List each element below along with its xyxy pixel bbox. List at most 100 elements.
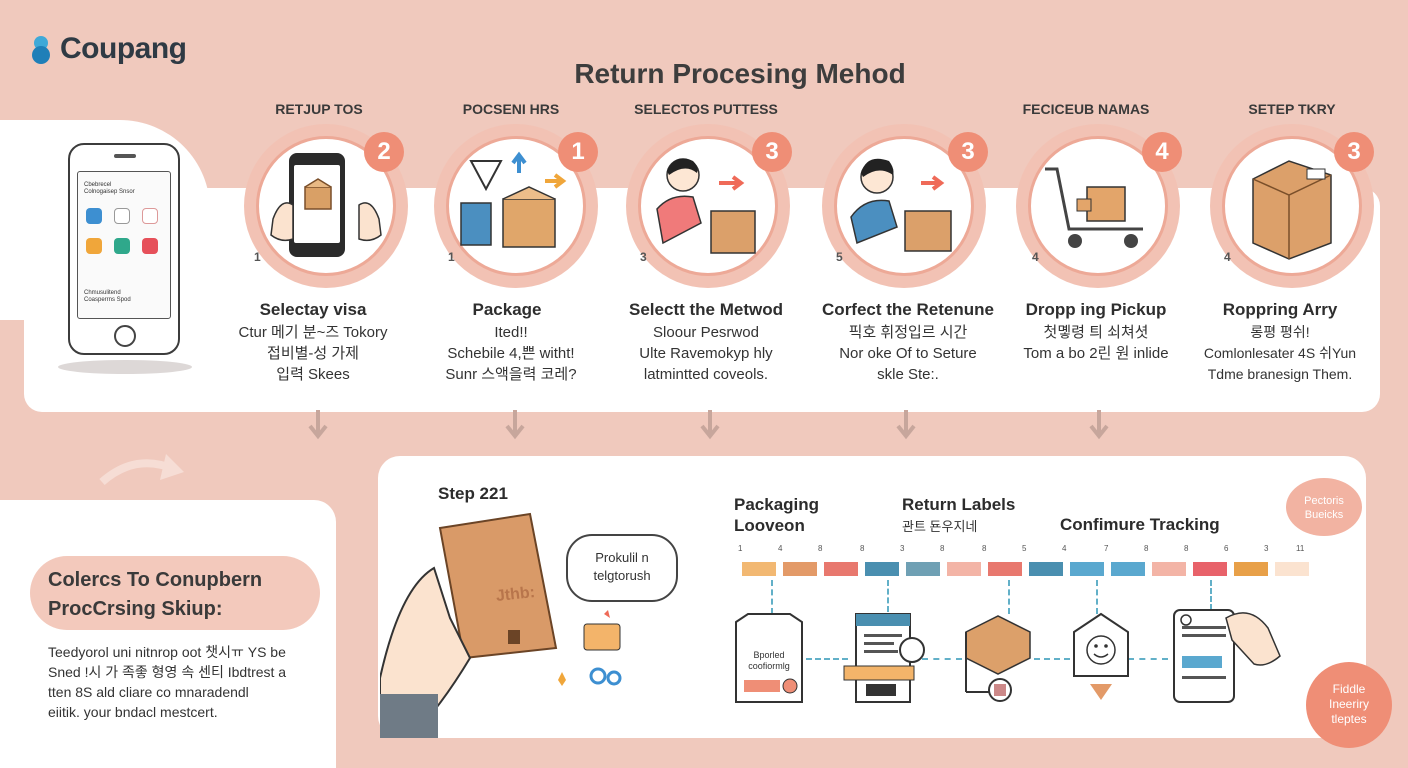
home-button[interactable] bbox=[114, 325, 136, 347]
step-index: 1 bbox=[448, 250, 455, 264]
step-badge: 3 bbox=[752, 132, 792, 172]
box-scan-icon bbox=[965, 615, 1031, 702]
dashed-connector bbox=[887, 580, 889, 612]
flow-connector bbox=[1128, 658, 1168, 660]
phone-header-line: Colnogaisep Snsor bbox=[84, 189, 135, 195]
timeline-tick: 3 bbox=[900, 544, 905, 553]
packaging-label: Packaging Looveon bbox=[734, 494, 819, 536]
phone-speaker bbox=[114, 154, 136, 158]
timeline-segment bbox=[865, 562, 899, 576]
app-icon[interactable] bbox=[86, 238, 102, 254]
logo-mark-icon bbox=[32, 34, 58, 64]
timeline-segment bbox=[1234, 562, 1268, 576]
desc-line: Nor oke Of to Seture bbox=[839, 345, 977, 362]
heading-line: Colercs To Conupbern bbox=[48, 569, 263, 591]
step-caption-5: FECICEUB NAMAS bbox=[1022, 101, 1150, 117]
desc-line: eiitik. your bndacl mestcert. bbox=[48, 704, 218, 720]
step-index: 5 bbox=[836, 250, 843, 264]
app-icon[interactable] bbox=[114, 238, 130, 254]
info-panel bbox=[0, 500, 336, 768]
desc-line: 입력 Skees bbox=[276, 366, 350, 383]
desc-line: 픽호 휘정입르 시간 bbox=[848, 324, 968, 341]
step-index: 4 bbox=[1224, 250, 1231, 264]
step-index: 1 bbox=[254, 250, 261, 264]
arrow-down-icon bbox=[1089, 410, 1109, 440]
step-title: Selectt the Metwod bbox=[629, 300, 783, 319]
step-title: Roppring Arry bbox=[1222, 300, 1338, 319]
info-heading: Colercs To Conupbern ProcCrsing Skiup: bbox=[48, 566, 308, 624]
curved-arrow-icon bbox=[99, 454, 184, 486]
step-badge: 1 bbox=[558, 132, 598, 172]
desc-line: skle Ste:. bbox=[877, 366, 939, 383]
step-badge: 4 bbox=[1142, 132, 1182, 172]
hand-bag-illustration bbox=[380, 512, 558, 738]
step-badge: 3 bbox=[948, 132, 988, 172]
person-box-icon bbox=[850, 158, 952, 252]
desc-line: tten 8S ald cliare co mnaradendl bbox=[48, 684, 249, 700]
coupang-logo[interactable]: Coupang bbox=[32, 32, 187, 66]
shipping-label-icon bbox=[843, 613, 925, 703]
timeline-tick: 4 bbox=[778, 544, 783, 553]
flow-connector bbox=[806, 658, 848, 660]
heading-line: ProcCrsing Skiup: bbox=[48, 598, 223, 620]
desc-line: Tdme branesign Them. bbox=[1207, 366, 1353, 382]
label-document-line: coofiormlg bbox=[748, 661, 790, 671]
tip-bubble-line: Pectoris bbox=[1304, 495, 1344, 507]
timeline-tick: 8 bbox=[818, 544, 823, 553]
timeline-segment bbox=[1275, 562, 1309, 576]
info-heading-pill bbox=[30, 556, 320, 630]
timeline-segment bbox=[988, 562, 1022, 576]
fiddle-badge[interactable]: Fiddle Ineeriry tleptes bbox=[1306, 662, 1392, 748]
desc-line: latmintted coveols. bbox=[643, 366, 769, 383]
desc-line: Sunr 스액을력 코레? bbox=[445, 366, 577, 383]
label-document-icon bbox=[735, 613, 803, 703]
step-desc: Ctur 메기 분~즈 Tokory 접비별-성 가제 입력 Skees bbox=[213, 322, 413, 385]
timeline-tick: 8 bbox=[940, 544, 945, 553]
packaging-label-line: Looveon bbox=[734, 516, 805, 535]
step-desc: 롱평 평쉬! Comlonlesater 4S 쉬Yun Tdme branes… bbox=[1180, 322, 1380, 385]
fiddle-line: tleptes bbox=[1331, 712, 1367, 726]
timeline-tick: 7 bbox=[1104, 544, 1109, 553]
flow-connector bbox=[922, 658, 962, 660]
person-packing-icon bbox=[656, 158, 756, 254]
phone-mockup: Cbebrecel Colnogaisep Snsor Chmusulitend… bbox=[68, 143, 180, 355]
app-icon[interactable] bbox=[142, 238, 158, 254]
timeline-tick: 11 bbox=[1296, 544, 1305, 553]
step-index: 3 bbox=[640, 250, 647, 264]
return-labels-title: Return Labels bbox=[902, 495, 1016, 514]
label-document-text: Bporled coofiormlg bbox=[742, 650, 796, 672]
desc-line: 첫몧령 틔 쇠쳐셧 bbox=[1043, 324, 1149, 341]
phone-header-line: Cbebrecel bbox=[84, 182, 112, 188]
cart-box-icon bbox=[1045, 167, 1143, 248]
label-document-line: Bporled bbox=[753, 650, 785, 660]
step-desc: Sloour Pesrwod Ulte Ravemokyp hly latmin… bbox=[606, 322, 806, 385]
step-caption-6: SETEP TKRY bbox=[1248, 101, 1336, 117]
app-icon[interactable] bbox=[86, 208, 102, 224]
tip-bubble[interactable]: Pectoris Bueicks bbox=[1286, 478, 1362, 536]
dashed-connector bbox=[1008, 580, 1010, 614]
desc-line: Schebile 4,쁜 witht! bbox=[447, 345, 575, 362]
speech-bubble: Prokulil n telgtorush bbox=[566, 534, 678, 602]
timeline-segment bbox=[906, 562, 940, 576]
timeline-tick: 3 bbox=[1264, 544, 1269, 553]
timeline-segment bbox=[1029, 562, 1063, 576]
step-caption-1: RETJUP TOS bbox=[275, 101, 363, 117]
phone-shadow bbox=[58, 360, 192, 374]
arrow-down-icon bbox=[505, 410, 525, 440]
phone-screen-header: Cbebrecel Colnogaisep Snsor bbox=[84, 182, 164, 196]
timeline-segment bbox=[1152, 562, 1186, 576]
timeline-segment bbox=[1193, 562, 1227, 576]
phone-screen-footer: Chmusulitend Coasperrns Spod bbox=[84, 290, 164, 304]
desc-line: Ulte Ravemokyp hly bbox=[639, 345, 773, 362]
app-icon[interactable] bbox=[142, 208, 158, 224]
step-caption-2: POCSENI HRS bbox=[462, 101, 560, 117]
app-icon[interactable] bbox=[114, 208, 130, 224]
timeline-tick: 8 bbox=[1144, 544, 1149, 553]
dashed-connector bbox=[1210, 580, 1212, 610]
sparkle-icons bbox=[558, 610, 622, 686]
tracking-phone-icon bbox=[1173, 609, 1281, 703]
fiddle-line: Fiddle bbox=[1332, 682, 1366, 696]
smiley-tag-icon bbox=[1073, 612, 1129, 700]
desc-line: Teedyorol uni nitnrop oot 챗시ㅠ YS be bbox=[48, 644, 286, 660]
timeline-segment bbox=[1111, 562, 1145, 576]
